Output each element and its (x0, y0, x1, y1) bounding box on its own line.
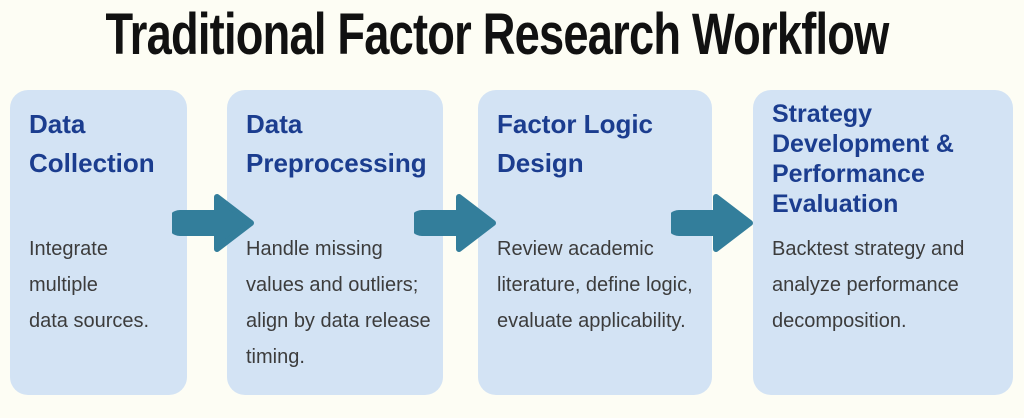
right-arrow-icon (414, 194, 496, 252)
step-description-data-preprocessing: Handle missing values and outliers; alig… (246, 238, 431, 368)
step-description-strategy-development: Backtest strategy and analyze performanc… (772, 238, 965, 332)
step-description-data-collection: Integrate multiple data sources. (29, 238, 150, 332)
step-title-data-preprocessing: Data Preprocessing (246, 109, 427, 178)
step-box-data-preprocessing: Data Preprocessing Handle missing values… (227, 90, 443, 395)
step-title-strategy-development: Strategy Development & Performance Evalu… (772, 100, 954, 218)
step-title-data-collection: Data Collection (29, 109, 155, 178)
step-description-factor-logic-design: Review academic literature, define logic… (497, 238, 693, 332)
page-title: Traditional Factor Research Workflow (105, 2, 889, 67)
right-arrow-icon (671, 194, 753, 252)
step-box-data-collection: Data Collection Integrate multiple data … (10, 90, 187, 395)
right-arrow-icon (172, 194, 254, 252)
step-box-strategy-development: Strategy Development & Performance Evalu… (753, 90, 1013, 395)
step-title-factor-logic-design: Factor Logic Design (497, 109, 654, 178)
step-box-factor-logic-design: Factor Logic Design Review academic lite… (478, 90, 712, 395)
